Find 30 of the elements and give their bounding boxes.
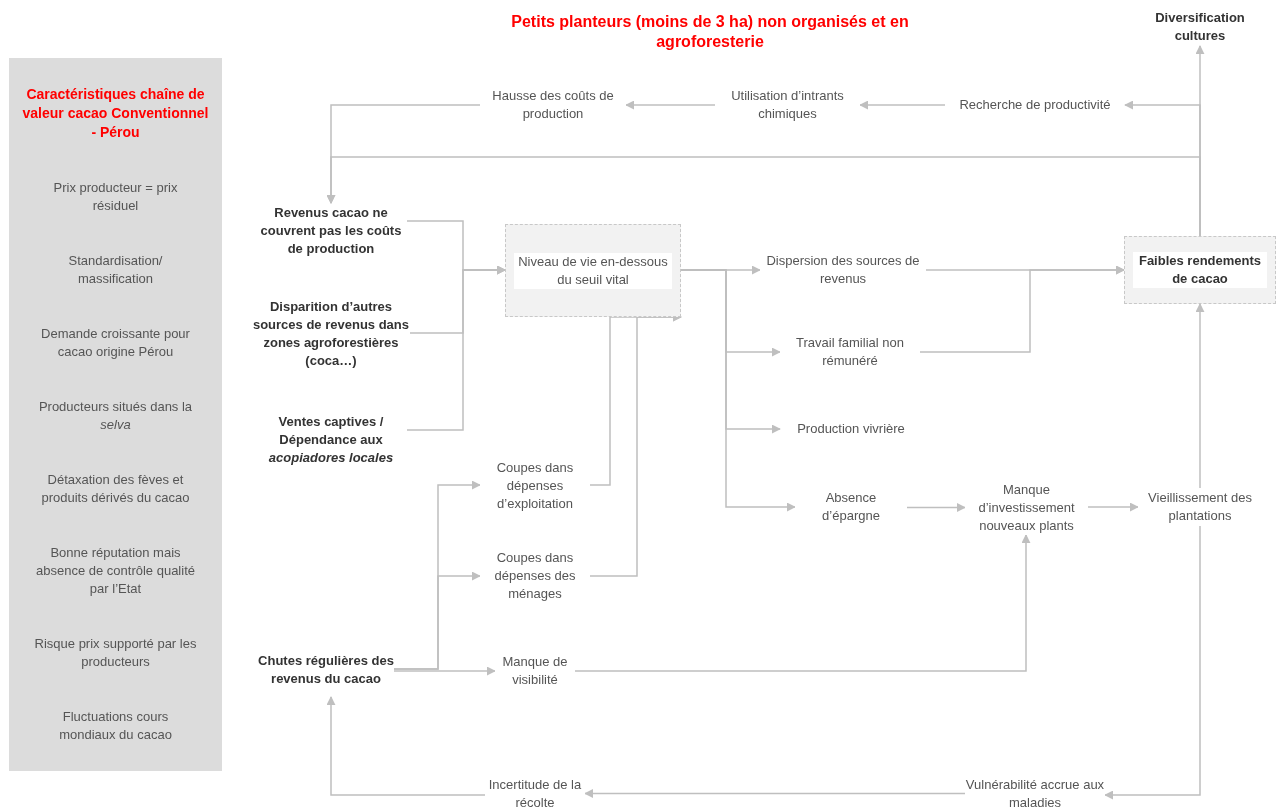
arrow [326,696,486,796]
arrow [393,666,496,676]
arrow [1195,303,1205,489]
panel-item: Standardisation/ massification [67,251,164,288]
arrow [859,100,946,110]
panel-item: Prix producteur = prix résiduel [52,178,179,215]
panel-heading: Caractéristiques chaîne de valeur cacao Conventionnel - Pérou [21,84,210,142]
arrow [1104,525,1201,800]
process-box [1124,236,1276,304]
arrow [574,534,1031,672]
arrow [584,789,966,798]
panel-item: Demande croissante pour cacao origine Pérou [40,324,191,361]
node-label: Niveau de vie en-dessous du seuil vital [514,252,672,289]
arrow [1087,502,1139,512]
process-box [505,224,681,317]
arrow [906,503,966,512]
arrow [393,571,481,670]
arrow [326,104,481,204]
node-label: Faibles rendements de cacao [1133,252,1267,288]
panel-item: Producteurs situés dans la selva [37,398,194,434]
panel-item: Risque prix supporté par les producteurs [33,635,198,672]
arrow [919,265,1125,353]
arrow [406,265,506,431]
arrow [625,100,716,110]
diagram-title: Petits planteurs (moins de 3 ha) non organisés et en agroforesterie [510,12,910,52]
side-panel [9,58,222,771]
panel-item: Détaxation des fèves et produits dérivés du cacao [40,471,191,508]
arrow [680,269,796,512]
panel-item: Fluctuations cours mondiaux du cacao [58,708,173,745]
panel-item: Bonne réputation mais absence de contrôle qualité par l’Etat [35,544,196,599]
